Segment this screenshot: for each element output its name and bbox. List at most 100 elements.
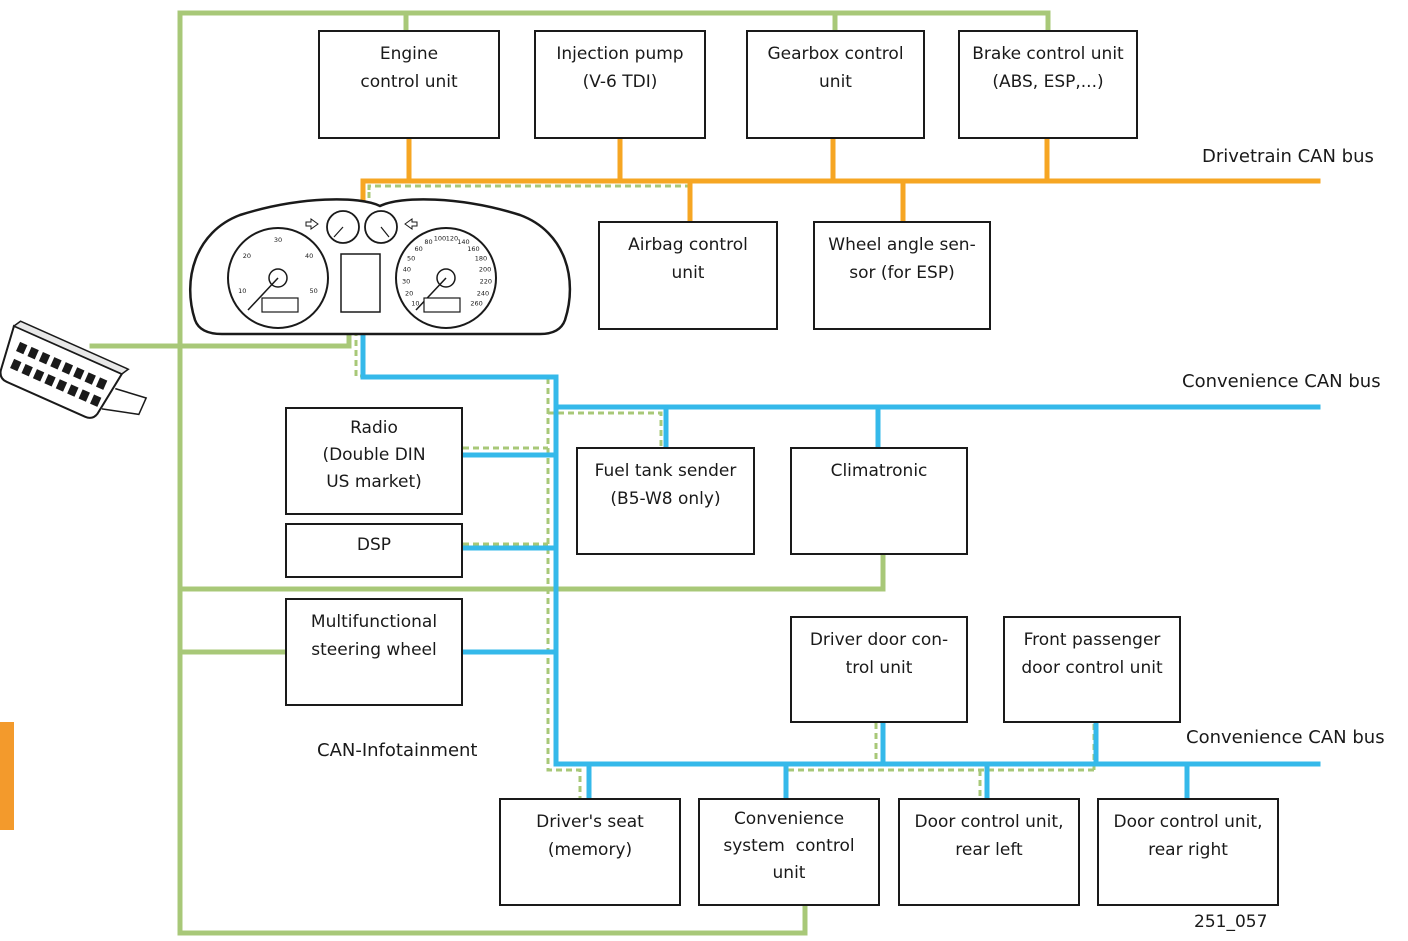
passenger-door-line-2: door control unit <box>1021 658 1163 678</box>
radio-line-3: US market) <box>326 472 422 492</box>
drivers-seat-memory: Driver's seat (memory) <box>499 798 681 906</box>
speedometer-tick-label: 30 <box>402 278 410 286</box>
convenience-can-wiring <box>360 309 1321 801</box>
tachometer-tick-label: 20 <box>243 252 251 260</box>
door-rear-left-line-1: Door control unit, <box>914 812 1064 832</box>
obd-pin <box>27 346 39 360</box>
fuel-tank-sender-line-1: Fuel tank sender <box>594 461 737 481</box>
brake-control-unit: Brake control unit (ABS, ESP,...) <box>958 30 1138 139</box>
dsp-label: DSP <box>356 535 392 555</box>
convenience-can-bus-label-top: Convenience CAN bus <box>1182 371 1381 392</box>
injection-pump-unit: Injection pump (V-6 TDI) <box>534 30 706 139</box>
radio-unit: Radio (Double DIN US market) <box>285 407 463 515</box>
speedometer-tick-label: 40 <box>403 266 411 274</box>
obd-pin <box>73 367 85 380</box>
obd-pin <box>10 358 22 372</box>
speedometer-tick-label: 140 <box>457 238 469 246</box>
front-passenger-door-control-unit: Front passenger door control unit <box>1003 616 1181 723</box>
speedometer-tick-label: 160 <box>467 245 479 253</box>
airbag-control-unit-line-1: Airbag control <box>628 235 748 255</box>
speedometer-tick-label: 220 <box>480 278 492 286</box>
drivers-seat-line-1: Driver's seat <box>536 812 644 832</box>
diagnosis-link-to-cluster <box>89 331 352 349</box>
infotainment-trunk <box>177 10 808 936</box>
tachometer-tick-label: 10 <box>238 287 246 295</box>
door-rear-right-line-1: Door control unit, <box>1113 812 1263 832</box>
diagnosis-wire-main <box>354 350 582 798</box>
speedometer-tick-label: 60 <box>414 245 422 253</box>
radio-line-2: (Double DIN <box>322 445 426 465</box>
speedometer-tick-label: 20 <box>405 289 413 297</box>
speedometer-tick-label: 80 <box>424 238 432 246</box>
obd-pin <box>38 352 51 365</box>
gearbox-control-unit: Gearbox control unit <box>746 30 925 139</box>
infotainment-climatronic-link <box>177 552 886 592</box>
tachometer-tick-label: 30 <box>274 236 282 244</box>
passenger-door-line-1: Front passenger <box>1023 630 1161 650</box>
speedometer-tick-label: 240 <box>477 289 489 297</box>
airbag-control-unit: Airbag control unit <box>598 221 778 330</box>
dsp-unit: DSP <box>285 523 463 578</box>
wheel-angle-sensor-line-1: Wheel angle sen- <box>828 235 976 255</box>
speedometer-tick-label: 120 <box>446 235 458 243</box>
driver-door-line-1: Driver door con- <box>809 630 949 650</box>
climatronic-unit: Climatronic <box>790 447 968 555</box>
airbag-control-unit-line-2: unit <box>671 263 705 283</box>
side-tab <box>0 722 14 830</box>
convenience-ctrl-line-1: Convenience <box>733 809 845 829</box>
convenience-main-bus <box>360 309 1321 767</box>
engine-control-unit-line-2: control unit <box>360 72 458 92</box>
convenience-ctrl-line-2: system control <box>723 836 855 856</box>
door-rear-left-line-2: rear left <box>955 840 1023 860</box>
driver-door-control-unit: Driver door con- trol unit <box>790 616 968 723</box>
tachometer-tick-label: 50 <box>310 287 318 295</box>
wheel-angle-sensor: Wheel angle sen- sor (for ESP) <box>813 221 991 330</box>
brake-control-unit-line-1: Brake control unit <box>972 44 1124 64</box>
obd-pin <box>67 384 79 397</box>
tachometer-tick-label: 40 <box>305 252 313 260</box>
infotainment-wiring <box>89 10 1051 936</box>
gearbox-control-unit-line-1: Gearbox control <box>767 44 904 64</box>
can-infotainment-label: CAN-Infotainment <box>317 740 478 761</box>
diagnosis-wire-rear <box>784 768 1094 798</box>
driver-door-line-2: trol unit <box>845 658 913 678</box>
steering-wheel-line-2: steering wheel <box>311 640 437 660</box>
speedometer-tick-label: 200 <box>479 266 491 274</box>
obd-pin <box>16 341 28 355</box>
obd-pin <box>78 389 90 402</box>
obd-pin <box>55 379 68 392</box>
injection-pump-line-1: Injection pump <box>556 44 684 64</box>
obd-pin <box>95 377 108 390</box>
radio-line-1: Radio <box>350 418 398 438</box>
fuel-tank-sender: Fuel tank sender (B5-W8 only) <box>576 447 755 555</box>
obd-pin <box>21 363 33 377</box>
obd-pin <box>44 374 56 387</box>
door-rear-right-line-2: rear right <box>1148 840 1228 860</box>
obd-pin <box>61 362 74 375</box>
door-control-unit-rear-left: Door control unit, rear left <box>898 798 1080 906</box>
climatronic-label: Climatronic <box>830 461 928 481</box>
steering-wheel-line-1: Multifunctional <box>310 612 438 632</box>
obd-connector-icon <box>0 320 148 419</box>
obd-pin <box>89 394 102 407</box>
fuel-tank-sender-line-2: (B5-W8 only) <box>610 489 721 509</box>
diagnosis-wire-fuel <box>548 411 663 447</box>
infotainment-top-line <box>177 10 1051 33</box>
speedometer-tick-label: 100 <box>434 235 446 243</box>
gearbox-control-unit-line-2: unit <box>819 72 852 92</box>
figure-code: 251_057 <box>1194 912 1268 932</box>
obd-pin <box>50 357 62 370</box>
speedometer-tick-label: 50 <box>407 254 415 262</box>
wheel-angle-sensor-line-2: sor (for ESP) <box>849 263 955 283</box>
drivers-seat-line-2: (memory) <box>547 840 633 860</box>
convenience-can-bus-label-bottom: Convenience CAN bus <box>1186 727 1385 748</box>
convenience-system-control-unit: Convenience system control unit <box>698 798 880 906</box>
engine-control-unit-line-1: Engine <box>379 44 439 64</box>
obd-pin <box>32 369 45 382</box>
multifunctional-steering-wheel: Multifunctional steering wheel <box>285 598 463 706</box>
injection-pump-line-2: (V-6 TDI) <box>582 72 658 92</box>
speedometer-tick-label: 260 <box>470 300 482 308</box>
door-control-unit-rear-right: Door control unit, rear right <box>1097 798 1279 906</box>
